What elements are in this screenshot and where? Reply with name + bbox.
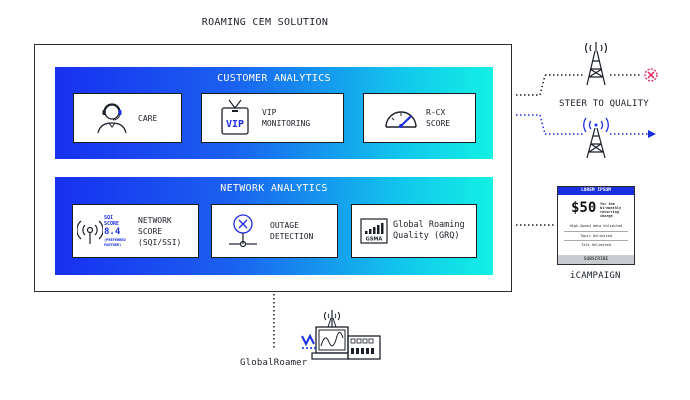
vip-badge-icon: VIP (221, 99, 249, 135)
vip-monitoring-label: VIP MONITORING (262, 108, 311, 128)
sqi-score-badge: SQI SCORE 8.4 (PREFERRED PARTNER) (104, 215, 126, 247)
steer-to-quality-label: STEER TO QUALITY (559, 99, 649, 109)
r-cx-score-card: R-CX SCORE (363, 93, 476, 143)
svg-text:VIP: VIP (226, 119, 244, 130)
steer-connector-top (516, 74, 640, 96)
icampaign-label: iCAMPAIGN (570, 271, 621, 281)
gauge-icon (385, 111, 417, 128)
network-analytics-panel: NETWORK ANALYTICS SQI SCORE 8.4 (PREFERR… (55, 177, 493, 275)
network-score-label: NETWORK SCORE (SQI/SSI) (138, 215, 182, 247)
network-analytics-title: NETWORK ANALYTICS (220, 183, 328, 194)
care-label: CARE (138, 113, 158, 123)
globalroamer-label: GlobalRoamer (240, 358, 308, 368)
diagram-title: ROAMING CEM SOLUTION (201, 17, 329, 28)
customer-analytics-panel: CUSTOMER ANALYTICS CARE VIP (55, 67, 493, 159)
subscribe-button[interactable]: SUBSCRIBE (558, 255, 634, 264)
steer-connector-bottom (516, 114, 656, 138)
globalroamer-device-icon (301, 310, 381, 360)
r-cx-score-label: R-CX SCORE (426, 108, 451, 128)
campaign-line-2: Topic Unlimited (580, 234, 612, 238)
campaign-header: LOREM IPSUM (558, 187, 634, 195)
customer-analytics-title: CUSTOMER ANALYTICS (217, 73, 331, 84)
campaign-price: $50 (571, 200, 597, 216)
blocked-icon (644, 68, 658, 82)
agent-headset-icon (97, 103, 127, 134)
icampaign-card[interactable]: LOREM IPSUM $50 for the bi-monthly recur… (557, 186, 635, 265)
svg-text:GSMA: GSMA (366, 237, 383, 243)
care-card: CARE (73, 93, 182, 143)
grq-label: Global Roaming Quality (GRQ) (393, 220, 465, 241)
tower-quality-icon (583, 117, 609, 159)
campaign-line-1: High-Speed data Unlimited (569, 224, 623, 228)
signal-score-icon (77, 220, 103, 244)
gsma-grq-icon: GSMA (360, 218, 388, 244)
vip-monitoring-card: VIP VIP MONITORING (201, 93, 344, 143)
arrow-head-icon (648, 130, 656, 138)
outage-detection-card: OUTAGE DETECTION (211, 204, 338, 258)
campaign-line-3: Talk Unlimited (581, 243, 611, 247)
network-score-card: SQI SCORE 8.4 (PREFERRED PARTNER) NETWOR… (72, 204, 199, 258)
outage-detection-label: OUTAGE DETECTION (270, 221, 314, 241)
tower-top-icon (585, 42, 607, 86)
grq-card: GSMA Global Roaming Quality (GRQ) (351, 204, 477, 258)
campaign-price-note: for the bi-monthly recurring charge (600, 202, 622, 218)
outage-icon (229, 214, 257, 248)
roaming-cem-frame: CUSTOMER ANALYTICS CARE VIP (34, 44, 512, 292)
